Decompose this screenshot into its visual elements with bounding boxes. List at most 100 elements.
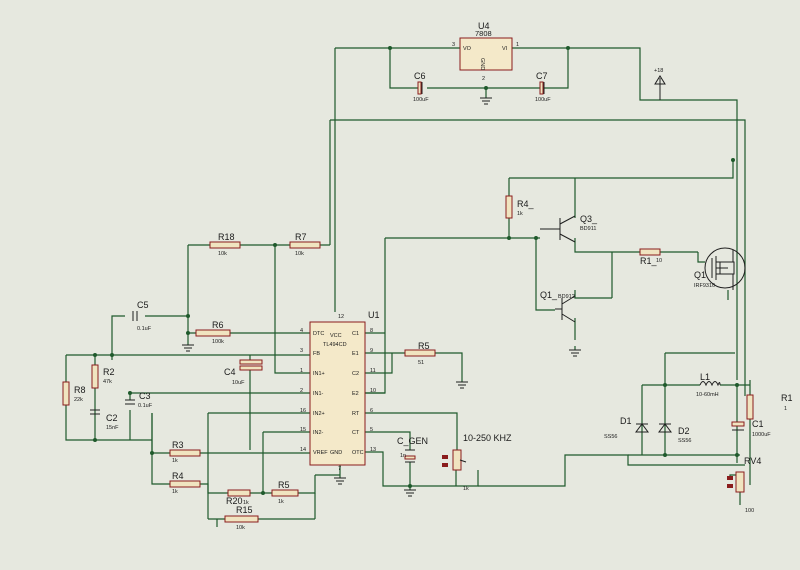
c7[interactable]: C7 100uF <box>535 71 551 103</box>
r20[interactable]: R20 1k <box>226 489 251 506</box>
regulator-u4[interactable]: U4 7808 VO VI GND 3 1 2 <box>452 21 519 82</box>
u1-pin-number: 14 <box>300 447 306 453</box>
svg-text:TL494CD: TL494CD <box>323 342 347 348</box>
r5-bottom[interactable]: R5 1k <box>271 480 299 505</box>
rv4-potentiometer[interactable]: RV4 100 <box>727 456 761 514</box>
svg-text:10k: 10k <box>295 251 304 257</box>
c4[interactable]: C4 10uF <box>224 359 263 386</box>
svg-text:1n: 1n <box>400 453 406 459</box>
r2[interactable]: R2 47k <box>91 364 115 389</box>
svg-text:0.1uF: 0.1uF <box>138 403 153 409</box>
u1-pin-label: E2 <box>352 391 359 397</box>
svg-text:10-60mH: 10-60mH <box>696 392 719 398</box>
r18[interactable]: R18 10k <box>209 232 241 257</box>
u1-pin-number: 15 <box>300 427 306 433</box>
q3-transistor[interactable]: Q3_ BD911 <box>540 214 598 243</box>
svg-text:1k: 1k <box>172 458 178 464</box>
u1-pin-label: FB <box>313 351 320 357</box>
svg-text:15nF: 15nF <box>106 425 119 431</box>
svg-text:R6: R6 <box>212 320 224 330</box>
ground-symbols <box>182 97 581 497</box>
u1-pin-number: 10 <box>370 388 376 394</box>
u1-pin-number: 2 <box>300 388 303 394</box>
r4[interactable]: R4 1k <box>169 471 201 495</box>
svg-text:Q3_: Q3_ <box>580 214 598 224</box>
u4-pin1: 1 <box>516 42 519 48</box>
r3[interactable]: R3 1k <box>169 440 201 464</box>
power-terminal-18: +18 <box>654 68 666 100</box>
svg-text:1k: 1k <box>278 499 284 505</box>
svg-text:SS56: SS56 <box>678 438 691 444</box>
svg-text:Q1: Q1 <box>694 270 706 280</box>
svg-text:R3: R3 <box>172 440 184 450</box>
u4-pin-vi: VI <box>502 46 508 52</box>
u1-pin-label: VREF <box>313 450 328 456</box>
u1-pin-label: CT <box>352 430 360 436</box>
svg-text:12: 12 <box>338 314 344 320</box>
svg-text:U1: U1 <box>368 310 380 320</box>
svg-text:100: 100 <box>745 508 754 514</box>
svg-text:C2: C2 <box>106 413 118 423</box>
svg-text:1k: 1k <box>243 500 249 506</box>
svg-text:R1: R1 <box>781 393 793 403</box>
u1-pin-number: 5 <box>370 427 373 433</box>
q1-mosfet[interactable]: Q1 IRF9310 <box>694 247 746 290</box>
u1-pin-label: OTC <box>352 450 364 456</box>
r8[interactable]: R8 22k <box>62 381 86 406</box>
r7[interactable]: R7 10k <box>289 232 321 257</box>
u1-pin-label: IN1- <box>313 391 324 397</box>
frequency-pot[interactable]: 10-250 KHZ 1k <box>442 433 512 492</box>
svg-text:R7: R7 <box>295 232 307 242</box>
r1[interactable]: R1 1 <box>746 393 793 420</box>
c3[interactable]: C3 0.1uF <box>125 391 153 409</box>
svg-text:10uF: 10uF <box>232 380 245 386</box>
u1-pin-number: 16 <box>300 408 306 414</box>
svg-text:1k: 1k <box>172 489 178 495</box>
u1-pin-label: IN1+ <box>313 371 325 377</box>
c2[interactable]: C2 15nF <box>90 409 119 431</box>
diode-d2[interactable]: D2 SS56 <box>658 423 691 444</box>
svg-text:51: 51 <box>418 360 424 366</box>
c1[interactable]: C1 1000uF <box>731 419 771 438</box>
u4-value: 7808 <box>475 29 492 38</box>
svg-text:100k: 100k <box>212 339 224 345</box>
u1-pin-label: IN2+ <box>313 411 325 417</box>
svg-text:R20: R20 <box>226 496 243 506</box>
svg-text:10-250 KHZ: 10-250 KHZ <box>463 433 512 443</box>
u1-pin-number: 4 <box>300 328 303 334</box>
r6[interactable]: R6 100k <box>195 320 231 345</box>
c6[interactable]: C6 100uF <box>413 71 429 103</box>
svg-text:R5: R5 <box>278 480 290 490</box>
u4-pin-vo: VO <box>463 46 472 52</box>
svg-text:R18: R18 <box>218 232 235 242</box>
r1-underscore[interactable]: R1_ 10 <box>639 248 662 266</box>
c5[interactable]: C5 0.1uF <box>132 300 152 332</box>
svg-text:7: 7 <box>338 466 341 472</box>
svg-text:R4_: R4_ <box>517 199 535 209</box>
svg-text:1: 1 <box>784 406 787 412</box>
inductor-l1[interactable]: L1 10-60mH <box>696 372 721 398</box>
r15[interactable]: R15 10k <box>224 505 259 531</box>
svg-text:D1: D1 <box>620 416 632 426</box>
u1-pin-number: 6 <box>370 408 373 414</box>
svg-text:IRF9310: IRF9310 <box>694 283 715 289</box>
svg-text:1k: 1k <box>463 486 469 492</box>
svg-text:C_GEN: C_GEN <box>397 436 428 446</box>
r4-underscore[interactable]: R4_ 1k <box>505 195 535 219</box>
u1-pin-label: DTC <box>313 331 324 337</box>
svg-text:R4: R4 <box>172 471 184 481</box>
diode-d1[interactable]: D1 SS56 <box>604 416 649 440</box>
ic-u1-tl494[interactable]: U1 TL494CD VCC GND 12 7 DTC4FB3IN1+1IN1-… <box>300 310 380 472</box>
svg-text:1000uF: 1000uF <box>752 432 771 438</box>
q1-underscore-transistor[interactable]: Q1_ BD912 <box>540 290 576 323</box>
c-gen[interactable]: C_GEN 1n <box>397 436 428 463</box>
u4-pin2: 2 <box>482 76 485 82</box>
svg-text:0.1uF: 0.1uF <box>137 326 152 332</box>
svg-text:BD912: BD912 <box>558 294 575 300</box>
svg-text:10: 10 <box>656 258 662 264</box>
svg-text:L1: L1 <box>700 372 710 382</box>
r5-top[interactable]: R5 51 <box>404 341 436 366</box>
u1-pin-number: 9 <box>370 348 373 354</box>
svg-text:R1_: R1_ <box>640 256 658 266</box>
svg-text:R2: R2 <box>103 367 115 377</box>
